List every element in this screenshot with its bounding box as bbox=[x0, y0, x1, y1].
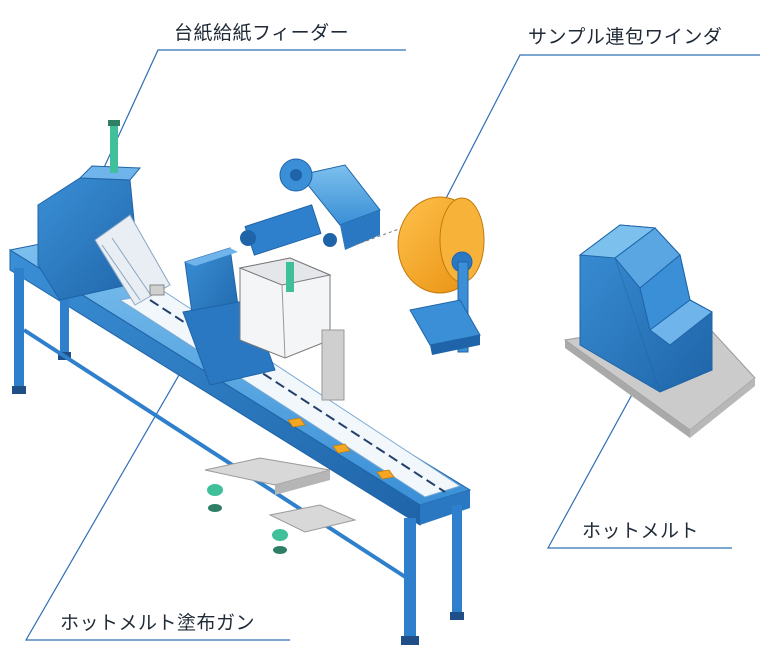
sample-winder bbox=[354, 196, 485, 355]
sample-pieces bbox=[287, 417, 395, 480]
leader-line-feeder bbox=[95, 49, 406, 186]
leader-line-gun bbox=[24, 329, 290, 641]
hotmelt-label: ホットメルト bbox=[582, 520, 700, 542]
feeder-machine bbox=[37, 120, 171, 306]
hotmelt-gun-station bbox=[182, 247, 345, 401]
leader-line-winder bbox=[439, 54, 760, 211]
winder-label: サンプル連包ワインダ bbox=[528, 26, 723, 48]
feeder-label: 台紙給紙フィーダー bbox=[174, 22, 350, 44]
hotmelt-unit bbox=[563, 224, 756, 438]
unwinder-assembly bbox=[240, 158, 381, 256]
gun-label: ホットメルト塗布ガン bbox=[60, 612, 256, 634]
floor-supports bbox=[204, 457, 357, 554]
leader-line-hotmelt bbox=[546, 379, 732, 549]
